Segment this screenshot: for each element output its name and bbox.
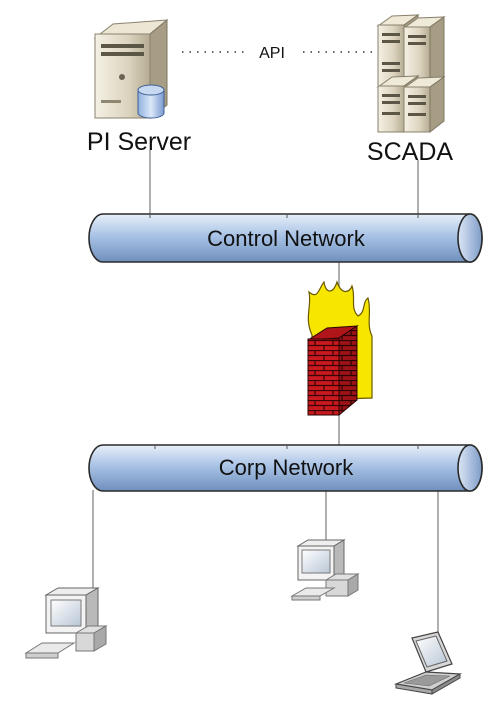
api-label: API [259,45,285,62]
corp-network-pipe [88,444,483,492]
laptop-icon [393,631,463,695]
desktop-computer-icon-center [290,539,360,601]
control-network-label: Control Network [207,226,366,251]
server-rack-icon [376,14,446,134]
server-with-database-icon [93,18,169,120]
connector-lines [92,150,439,638]
control-network-pipe [88,213,483,263]
scada-label: SCADA [367,138,453,166]
desktop-computer-icon-left [24,587,108,659]
corp-network-label: Corp Network [219,455,354,480]
firewall-icon [307,280,373,417]
pi-server-label: PI Server [87,128,191,156]
